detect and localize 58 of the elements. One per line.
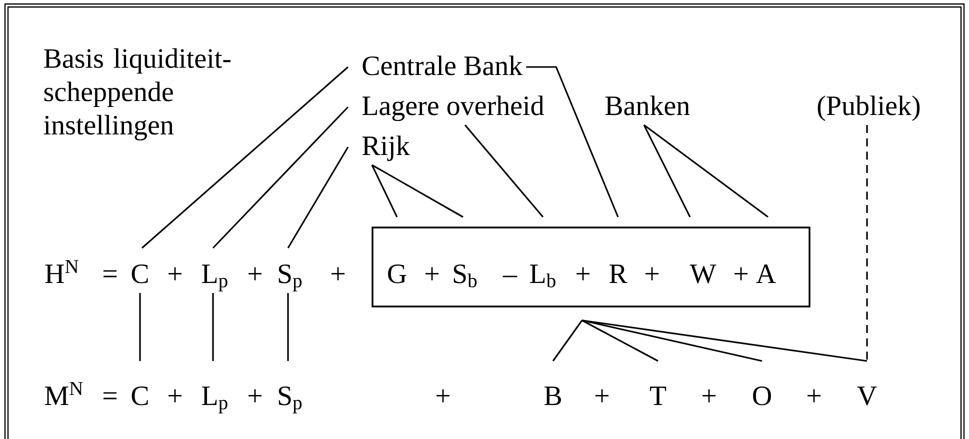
connector-line bbox=[582, 320, 658, 362]
connector-line bbox=[212, 293, 214, 361]
plus-sign: + bbox=[332, 267, 345, 280]
connector-line bbox=[372, 164, 464, 218]
connector-line bbox=[582, 320, 868, 362]
institution-label: Rijk bbox=[362, 136, 410, 161]
variable-symbol: B bbox=[544, 386, 561, 406]
note-text: Basis liquiditeit- scheppende instellingen bbox=[44, 48, 231, 140]
variable-symbol: L$_{b}$ bbox=[530, 264, 556, 288]
variable-symbol: L$_{p}$ bbox=[202, 264, 228, 292]
framed-box bbox=[372, 226, 810, 308]
variable-symbol: L$_{p}$ bbox=[202, 386, 228, 414]
variable-symbol: R bbox=[610, 264, 628, 283]
plus-sign: + bbox=[248, 389, 262, 402]
connector-line bbox=[139, 293, 141, 361]
connector-line bbox=[287, 146, 349, 248]
connector-line bbox=[866, 125, 868, 361]
connector-line bbox=[643, 124, 691, 218]
connector-line bbox=[287, 293, 289, 361]
variable-symbol: V bbox=[857, 386, 877, 406]
plus-sign: + bbox=[168, 389, 182, 402]
plus-sign: + bbox=[168, 267, 182, 280]
connector-line bbox=[371, 164, 398, 218]
connector-line bbox=[464, 124, 544, 218]
institution-label: Lagere overheid bbox=[362, 96, 544, 122]
variable-symbol: T bbox=[650, 386, 666, 405]
variable-symbol: C bbox=[132, 264, 148, 284]
variable-symbol: H$^{N}$ bbox=[45, 260, 78, 283]
plus-sign: + bbox=[808, 389, 821, 402]
connector-line bbox=[526, 66, 619, 218]
connector-line bbox=[552, 320, 583, 362]
minus-sign: – bbox=[502, 276, 518, 278]
plus-sign: + bbox=[596, 389, 609, 402]
institution-label: Centrale Bank bbox=[362, 56, 523, 76]
variable-symbol: S$_{p}$ bbox=[278, 386, 302, 414]
variable-symbol: G bbox=[388, 264, 406, 284]
institution-label: Banken bbox=[605, 96, 690, 116]
plus-sign: + bbox=[646, 267, 659, 280]
connector-line bbox=[644, 124, 768, 218]
plus-sign: + bbox=[426, 267, 439, 280]
connector-line bbox=[212, 106, 349, 249]
plus-sign: + bbox=[576, 267, 590, 280]
variable-symbol: O bbox=[753, 386, 771, 406]
plus-sign: + bbox=[248, 267, 262, 280]
institution-label: (Publiek) bbox=[818, 96, 920, 121]
connector-line bbox=[141, 66, 349, 249]
variable-symbol: S$_{b}$ bbox=[454, 264, 477, 288]
plus-sign: + bbox=[436, 389, 450, 402]
variable-symbol: M$^{N}$ bbox=[44, 382, 83, 405]
connector-line bbox=[582, 320, 762, 362]
variable-symbol: S$_{p}$ bbox=[278, 264, 302, 292]
plus-sign: + bbox=[734, 267, 748, 280]
plus-sign: + bbox=[702, 389, 716, 402]
variable-symbol: A bbox=[756, 264, 776, 283]
equals-sign: = bbox=[104, 270, 117, 278]
variable-symbol: W bbox=[690, 264, 716, 284]
equals-sign: = bbox=[104, 392, 117, 400]
variable-symbol: C bbox=[132, 386, 148, 406]
